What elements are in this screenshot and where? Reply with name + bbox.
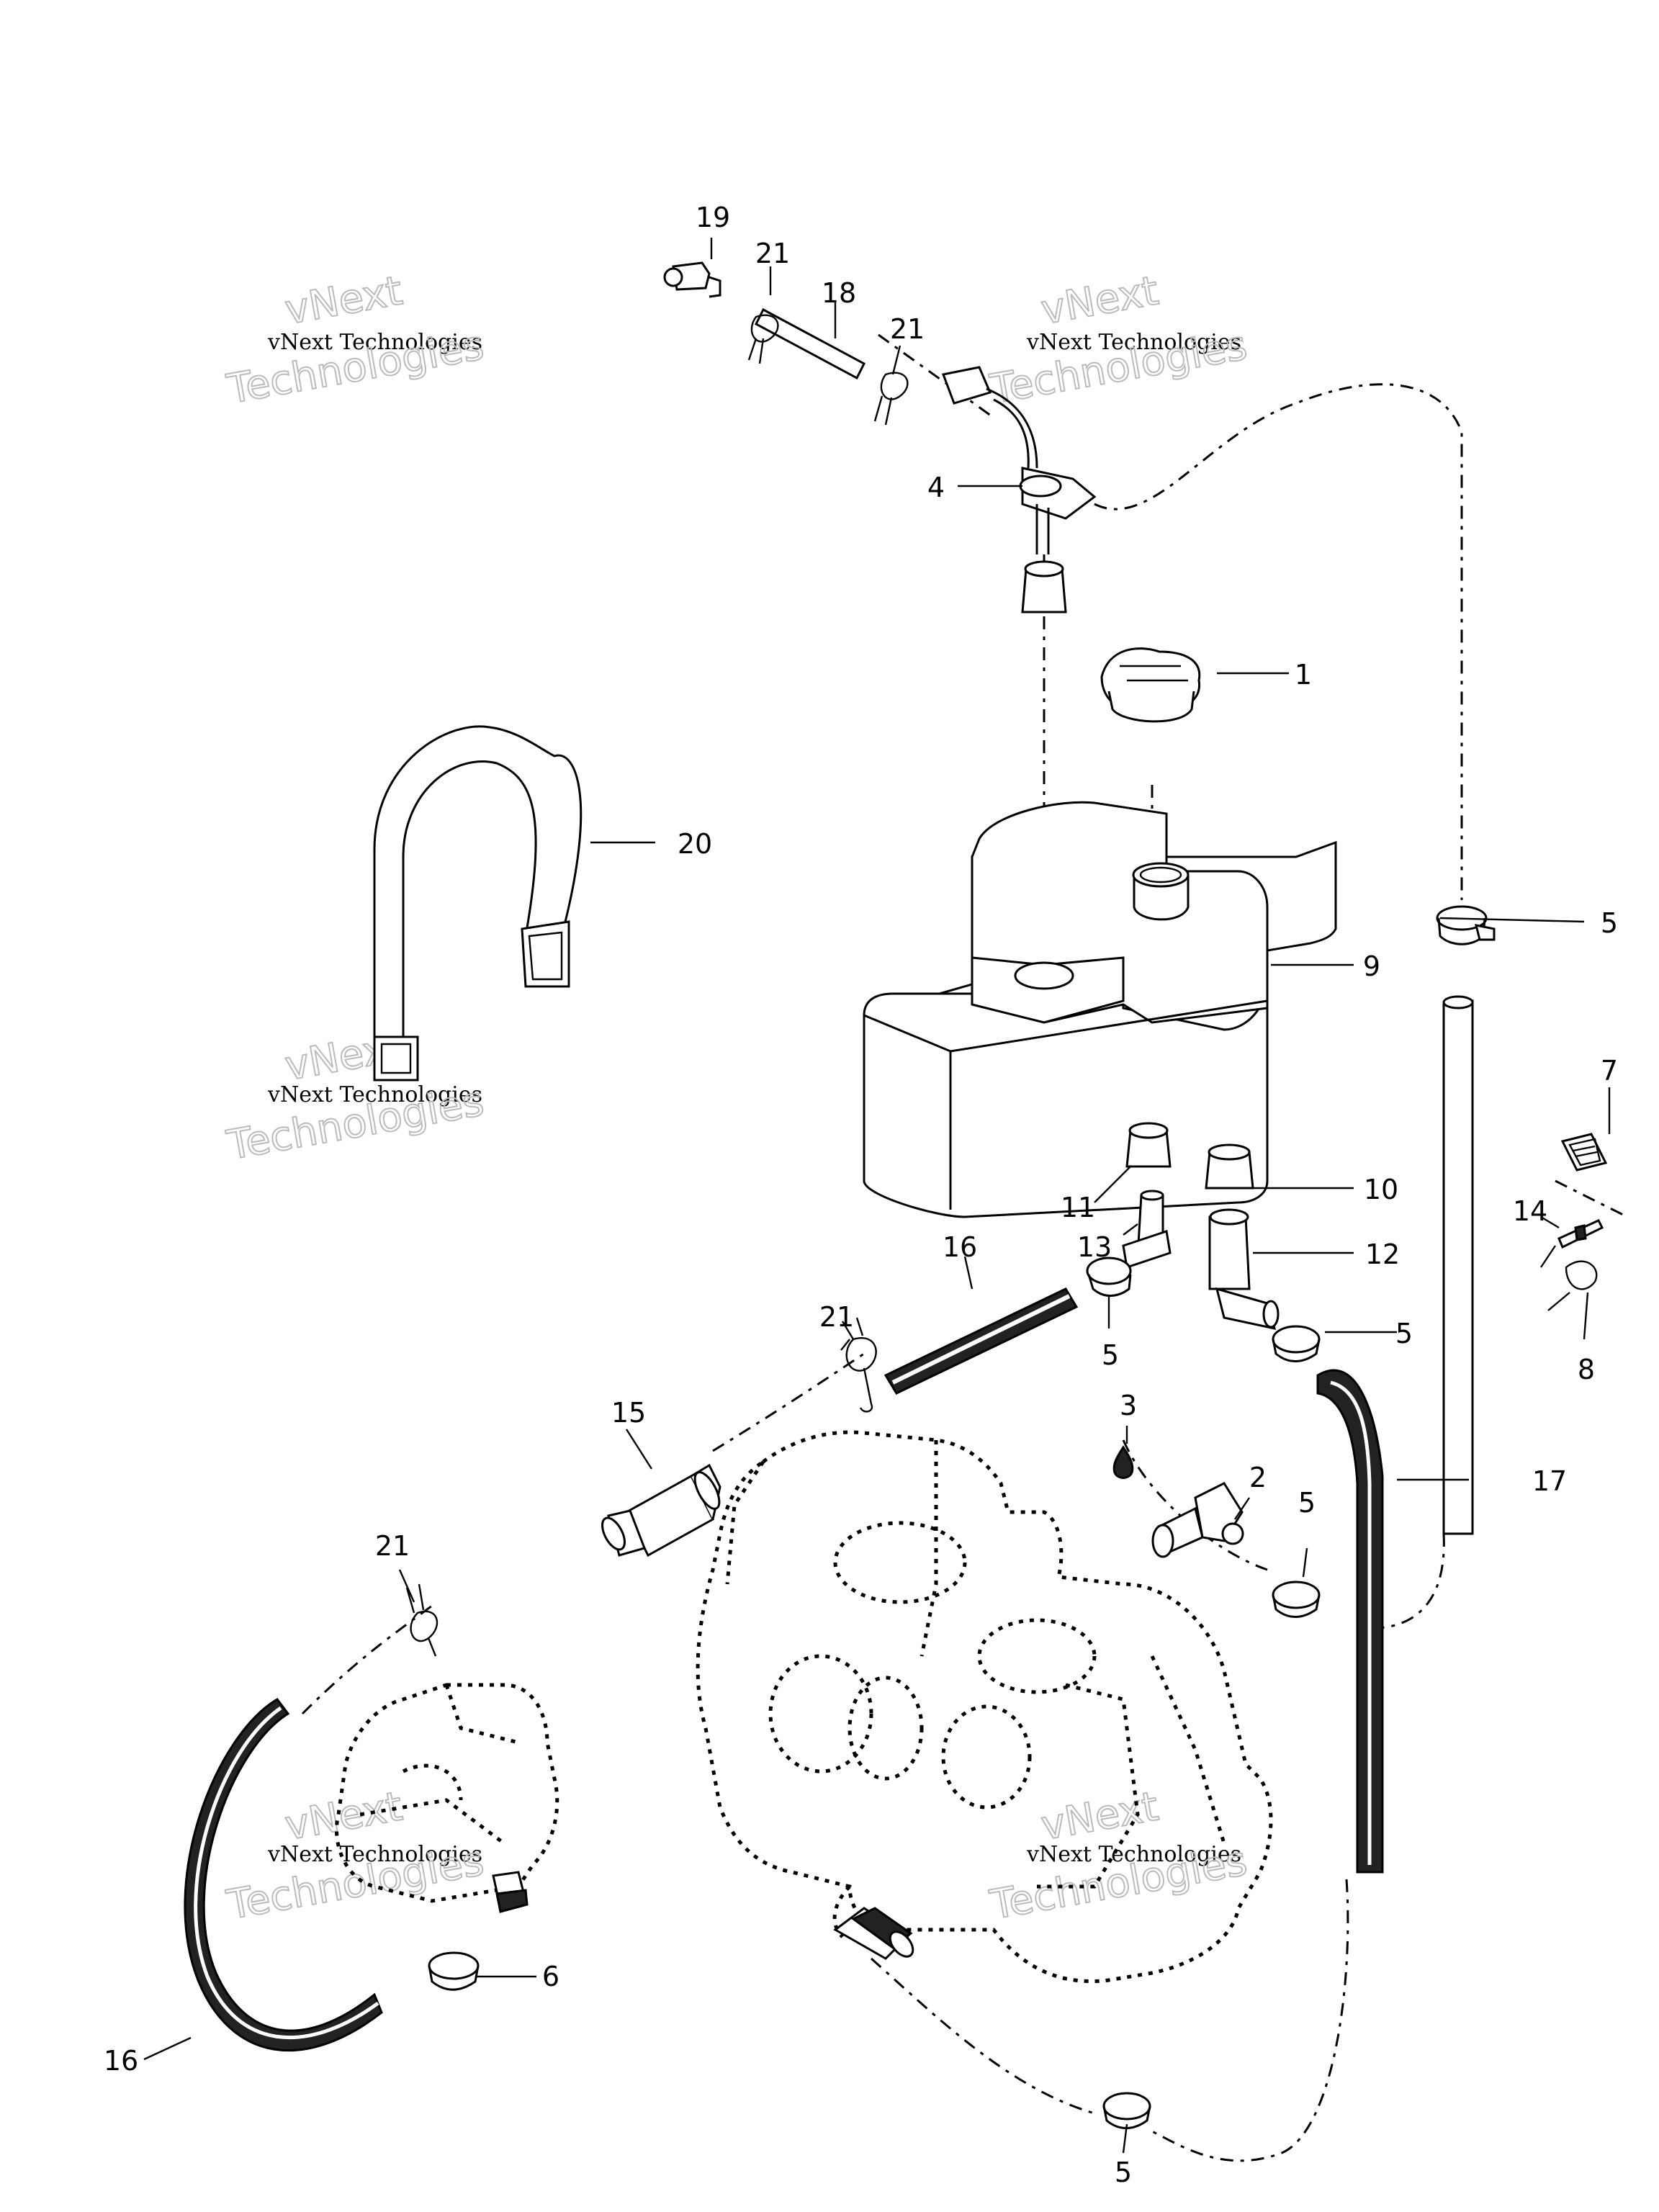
callout-5-a: 5 [1601, 907, 1618, 939]
callout-16-top: 16 [943, 1231, 977, 1263]
tank-strap-20 [373, 725, 583, 1082]
hose-18 [755, 307, 866, 380]
watermark-text: vNext Technologies [267, 1082, 482, 1107]
callout-10: 10 [1364, 1174, 1398, 1205]
routing-line-left [301, 1604, 433, 1715]
engine-block-outline [696, 1430, 1273, 1983]
clamp-21-mid [841, 1317, 877, 1413]
clamp-6 [428, 1951, 480, 1991]
callout-2: 2 [1249, 1462, 1267, 1493]
fuel-pickup-assembly [663, 261, 1097, 613]
callout-17: 17 [1532, 1465, 1567, 1497]
callout-21-top-b: 21 [890, 313, 925, 345]
callout-4: 4 [927, 472, 945, 503]
elbow-fitting-12 [1208, 1208, 1280, 1330]
clamp-5-upper-right [1436, 905, 1496, 945]
watermark-text: vNext Technologies [267, 330, 482, 355]
callout-11: 11 [1061, 1192, 1095, 1223]
elbow-fitting-13 [1122, 1190, 1172, 1269]
clamp-21-low [405, 1583, 439, 1657]
oil-pump-outline [334, 1683, 559, 1903]
routing-line-elbow [871, 1957, 1095, 2115]
clamp-5-right [1272, 1325, 1321, 1362]
watermark-top-left: vNext vNext Technologies Technologies [222, 266, 488, 414]
callout-9: 9 [1363, 950, 1380, 982]
clamp-5-mid [1086, 1256, 1132, 1297]
watermark-vnext: vNext [1038, 267, 1161, 333]
routing-line-clip [1555, 1179, 1628, 1218]
watermark-text: vNext Technologies [1026, 1842, 1241, 1867]
clamp-21-top-a [750, 314, 779, 343]
tie-8 [1547, 1260, 1598, 1311]
tie-14 [1540, 1219, 1604, 1268]
fuel-filter-15 [601, 1463, 721, 1557]
clamp-5-lower [1272, 1581, 1321, 1618]
callout-8: 8 [1578, 1354, 1595, 1385]
callout-7: 7 [1601, 1055, 1618, 1087]
watermark-top-right: vNext vNext Technologies Technologies [986, 266, 1251, 414]
strap-buckle-left [373, 1035, 419, 1082]
callout-21-top: 21 [755, 238, 790, 269]
routing-line-connector [1122, 1439, 1268, 1571]
callout-21-mid: 21 [819, 1301, 854, 1333]
hose-16-upper [884, 1287, 1079, 1395]
hose-curved-right [1316, 1369, 1384, 1874]
check-valve-2 [1151, 1482, 1244, 1558]
callout-19: 19 [696, 202, 730, 233]
callout-5-e: 5 [1115, 2157, 1132, 2188]
routing-line-bottom [1151, 1879, 1349, 2162]
callout-6: 6 [542, 1961, 559, 1992]
watermark-text: vNext Technologies [267, 1842, 482, 1867]
watermark-mid-left: vNext vNext Technologies Technologies [222, 1022, 488, 1170]
strap-buckle-right [521, 920, 570, 988]
watermark-vnext: vNext [282, 1783, 405, 1849]
hose-16-lower [184, 1698, 383, 2052]
watermark-vnext: vNext [282, 267, 405, 333]
clamp-5-bottom [1102, 2092, 1151, 2129]
sealant-drop-3 [1112, 1445, 1134, 1479]
watermark-vnext: vNext [1038, 1783, 1161, 1849]
callout-3: 3 [1120, 1390, 1137, 1421]
grommet-10 [1205, 1143, 1254, 1190]
callout-5-b: 5 [1395, 1318, 1413, 1349]
sender-connector [941, 366, 992, 405]
routing-line-return [1094, 383, 1463, 900]
callout-20: 20 [678, 828, 712, 860]
callout-21-low: 21 [375, 1530, 410, 1562]
callout-16-low: 16 [104, 2045, 138, 2077]
watermark-bottom-left: vNext vNext Technologies Technologies [222, 1782, 488, 1930]
oil-tank-9 [863, 801, 1337, 1218]
engine-elbow-fitting [833, 1907, 914, 1960]
clip-7 [1560, 1133, 1608, 1172]
callout-14: 14 [1513, 1195, 1547, 1227]
routing-line-fuel-filter [712, 1352, 865, 1452]
hose-17 [1442, 995, 1474, 1535]
callout-18: 18 [822, 277, 856, 309]
callout-1: 1 [1295, 659, 1312, 691]
leader-lines [143, 238, 1611, 2154]
callout-12: 12 [1365, 1238, 1400, 1270]
callout-5-d: 5 [1298, 1487, 1316, 1519]
callout-13: 13 [1077, 1231, 1112, 1263]
grommet-11 [1125, 1122, 1172, 1168]
callout-5-c: 5 [1102, 1339, 1119, 1371]
watermark-bottom-right: vNext vNext Technologies Technologies [986, 1782, 1251, 1930]
watermark-text: vNext Technologies [1026, 330, 1241, 355]
routing-line-filter-top [878, 333, 994, 419]
callout-15: 15 [611, 1397, 646, 1429]
callout-labels: 19 21 18 21 4 1 20 5 9 7 10 11 14 16 13 … [104, 202, 1618, 2188]
pump-outlet-fitting [492, 1871, 529, 1913]
tank-cap-1 [1100, 647, 1201, 723]
clamp-21-top-b [880, 372, 909, 400]
